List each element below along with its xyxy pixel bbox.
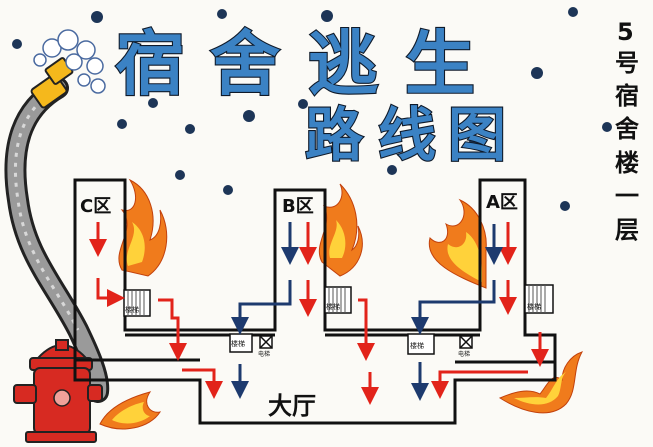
elevator-label: 电梯	[458, 350, 470, 358]
decor-dots	[12, 7, 612, 211]
water-spray	[33, 29, 106, 94]
flames	[99, 178, 584, 430]
title-char: 路	[305, 101, 364, 169]
title-char: 逃	[308, 23, 378, 105]
title-char: 舍	[210, 23, 280, 105]
title-line-1: 宿 舍 逃 生	[114, 22, 476, 106]
stairs-label: 楼梯	[527, 302, 541, 311]
fire-hose	[4, 77, 110, 403]
side-char: 宿	[615, 82, 639, 110]
title-char: 线	[378, 101, 436, 169]
stair-blocks	[123, 284, 554, 355]
title-char: 生	[405, 23, 475, 105]
side-char: 楼	[615, 149, 639, 177]
zone-label-c: C区	[80, 196, 111, 217]
arrow-red	[357, 298, 375, 361]
stair-lines	[127, 285, 546, 316]
stairs-a	[524, 284, 554, 314]
side-char: 号	[615, 49, 639, 77]
stairs-label: 楼梯	[326, 302, 340, 311]
side-char: 舍	[615, 115, 640, 143]
arrow-red	[158, 298, 187, 361]
elevator-boxes	[259, 335, 473, 349]
side-char: 5	[617, 18, 634, 46]
stairs-label: 楼梯	[125, 305, 139, 314]
title-line-2: 路 线 图	[304, 100, 507, 170]
zone-label-b: B区	[282, 196, 314, 217]
arrow-red	[96, 278, 125, 307]
side-char: 一	[615, 182, 639, 210]
title-char: 图	[448, 101, 506, 169]
arrow-navy	[231, 280, 292, 335]
title-char: 宿	[115, 23, 185, 105]
stairs-label: 楼梯	[231, 339, 245, 348]
arrow-red	[182, 368, 223, 399]
side-label: 5 号 宿 舍 楼 一 层	[615, 18, 640, 244]
red-arrows	[89, 222, 549, 405]
side-char: 层	[615, 216, 639, 244]
elevator-label: 电梯	[258, 350, 270, 358]
arrow-navy	[411, 280, 496, 335]
arrow-red	[431, 370, 528, 399]
stairs-label: 楼梯	[410, 341, 424, 350]
zone-label-a: A区	[486, 192, 518, 213]
navy-arrows	[231, 222, 503, 401]
hall-label: 大厅	[268, 392, 316, 420]
